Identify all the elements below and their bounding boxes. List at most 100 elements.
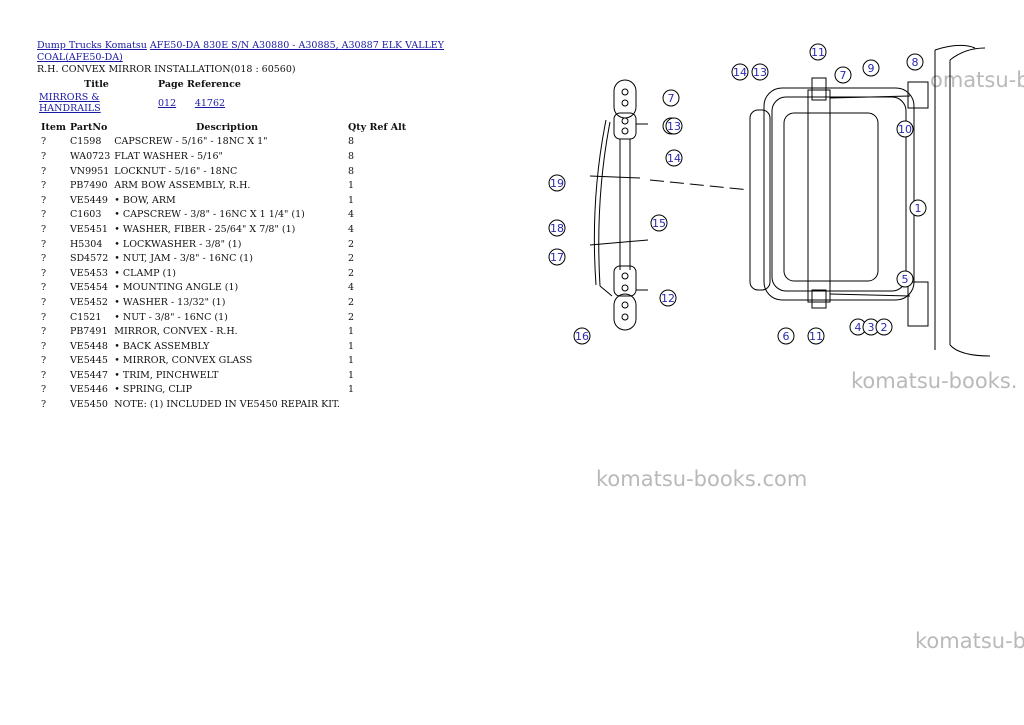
row-partno: C1598 [69,136,102,148]
callout-label: 13 [753,66,767,79]
table-row: ?H5304• LOCKWASHER - 3/8" (1)2 [37,237,408,252]
table-row: ?VE5451• WASHER, FIBER - 25/64" X 7/8" (… [37,222,408,237]
row-qty: 2 [347,238,354,250]
row-qty: 8 [347,150,354,162]
callout-number: 8 [906,53,924,71]
mirror-installation-diagram: 1114137987107131419151817121656114321 [548,43,991,357]
row-item: ? [41,238,47,250]
row-qty: 1 [347,355,354,367]
callout-number: 2 [875,318,893,336]
header-item: Item [41,121,66,133]
left-arm-assembly [589,79,751,331]
row-qty: 8 [347,165,354,177]
row-item: ? [41,267,47,279]
row-description: • BACK ASSEMBLY [114,340,210,352]
row-partno: VE5453 [69,267,108,279]
breadcrumb-model-link[interactable]: AFE50-DA 830E S/N A30880 - A30885, A3088… [37,40,445,63]
row-item: ? [41,209,47,221]
header-partno: PartNo [69,121,108,133]
row-partno: VE5450 [69,399,108,411]
callout-label: 7 [668,92,675,105]
row-qty: 2 [347,267,354,279]
watermark: komatsu-b [915,629,1024,653]
callout-number: 19 [548,174,566,192]
row-qty: 1 [347,326,354,338]
row-partno: C1603 [69,209,102,221]
row-qty: 2 [347,253,354,265]
row-partno: VE5454 [69,282,108,294]
callout-label: 5 [902,273,909,286]
row-partno: C1521 [69,311,102,323]
callout-label: 10 [898,123,912,136]
row-item: ? [41,311,47,323]
callout-number: 14 [665,149,683,167]
table-row: ? VE5453 • CLAMP (1) 2 [37,266,408,281]
row-item: ? [41,180,47,192]
row-qty: 4 [347,209,354,221]
row-description: • MOUNTING ANGLE (1) [114,282,239,294]
row-item: ? [41,253,47,265]
row-partno: VE5446 [69,384,108,396]
row-description: NOTE: (1) INCLUDED IN VE5450 REPAIR KIT. [114,399,340,411]
header-qty: Qty [347,121,367,133]
row-description: • NUT - 3/8" - 16NC (1) [114,311,228,323]
document-header: Dump Trucks Komatsu AFE50-DA 830E S/N A3… [37,40,477,76]
row-partno: VN9951 [69,165,110,177]
callout-number: 7 [662,89,680,107]
callout-number: 17 [548,248,566,266]
ref-title-link[interactable]: MIRRORS & HANDRAILS [39,92,101,114]
row-partno: SD4572 [69,253,109,265]
callout-label: 11 [809,330,823,343]
callout-number: 10 [896,120,914,138]
table-row: ? SD4572 • NUT, JAM - 3/8" - 16NC (1) 2 [37,251,408,266]
row-qty: 1 [347,369,354,381]
callout-number: 18 [548,219,566,237]
ref-page-link[interactable]: 012 [158,97,177,109]
row-description: CAPSCREW - 5/16" - 18NC X 1" [114,136,268,148]
row-description: • MIRROR, CONVEX GLASS [114,355,253,367]
breadcrumb-category-link[interactable]: Dump Trucks Komatsu [37,40,147,51]
callout-layer: 1114137987107131419151817121656114321 [548,43,927,345]
row-description: • WASHER - 13/32" (1) [114,296,226,308]
row-item: ? [41,136,47,148]
mirror-frame-assembly [749,44,991,357]
ref-number-link[interactable]: 41762 [194,97,226,109]
callout-label: 18 [550,222,564,235]
row-partno: WA0723 [69,150,111,162]
row-partno: VE5449 [69,194,108,206]
row-item: ? [41,296,47,308]
callout-label: 1 [915,202,922,215]
row-qty: 1 [347,384,354,396]
row-qty: 2 [347,296,354,308]
table-row: ?C1521• NUT - 3/8" - 16NC (1)2 [37,310,408,325]
row-qty: 1 [347,180,354,192]
callout-label: 19 [550,177,564,190]
callout-number: 13 [751,63,769,81]
watermark: komatsu-books. [851,369,1018,393]
callout-label: 11 [811,46,825,59]
row-description: • NUT, JAM - 3/8" - 16NC (1) [114,253,253,265]
row-partno: VE5447 [69,369,108,381]
callout-number: 14 [731,63,749,81]
row-partno: PB7491 [69,326,108,338]
callout-label: 15 [652,217,666,230]
row-partno: VE5448 [69,340,108,352]
callout-number: 11 [807,327,825,345]
row-item: ? [41,340,47,352]
callout-label: 4 [855,321,862,334]
callout-label: 6 [783,330,790,343]
row-item: ? [41,355,47,367]
row-description: • CLAMP (1) [114,267,176,279]
row-item: ? [41,282,47,294]
row-partno: PB7490 [69,180,108,192]
callout-label: 17 [550,251,564,264]
callout-number: 9 [862,59,880,77]
callout-label: 9 [868,62,875,75]
